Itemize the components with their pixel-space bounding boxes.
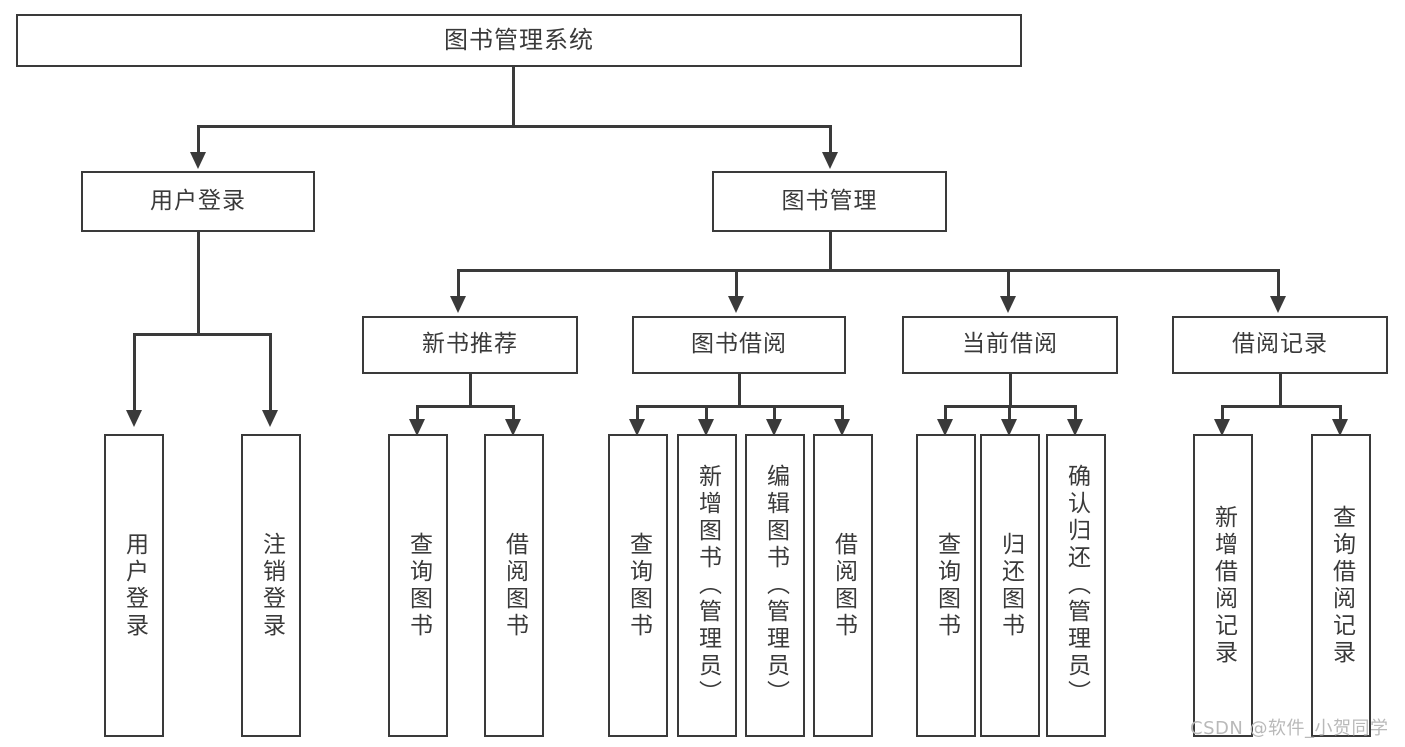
node-label: 编辑图书（管理员） — [762, 464, 789, 707]
arrowhead-book-borrow-leaf-1 — [629, 419, 645, 436]
node-label: 新增借阅记录 — [1210, 504, 1237, 667]
node-label: 借阅记录 — [1232, 331, 1328, 358]
leaf-current-query-book[interactable]: 查询图书 — [916, 434, 976, 737]
leaf-user-login[interactable]: 用户登录 — [104, 434, 164, 737]
edge-user-login-to-leaf-1 — [133, 333, 136, 411]
arrowhead-current-borrow-leaf-1 — [937, 419, 953, 436]
node-label: 用户登录 — [150, 187, 246, 214]
arrowhead-book-borrow-leaf-3 — [766, 419, 782, 436]
node-label: 查询图书 — [933, 531, 960, 640]
edge-current-borrow-stem — [1009, 374, 1012, 407]
edge-new-book-to-leaf-1 — [416, 405, 419, 425]
node-label: 新书推荐 — [422, 331, 518, 358]
leaf-edit-book-admin[interactable]: 编辑图书（管理员） — [745, 434, 805, 737]
edge-root-stem — [512, 67, 515, 127]
node-label: 图书借阅 — [691, 331, 787, 358]
edge-book-mgmt-to-book-borrow — [735, 269, 738, 297]
node-label: 查询图书 — [405, 531, 432, 640]
node-label: 注销登录 — [258, 531, 285, 640]
arrowhead-book-borrow-leaf-4 — [834, 419, 850, 436]
node-label: 图书管理系统 — [444, 26, 594, 55]
node-label: 查询图书 — [625, 531, 652, 640]
edge-borrow-record-to-leaf-1 — [1221, 405, 1224, 425]
edge-new-book-stem — [469, 374, 472, 407]
leaf-borrow-query-book[interactable]: 查询图书 — [608, 434, 668, 737]
node-label: 借阅图书 — [501, 531, 528, 640]
node-label: 当前借阅 — [962, 331, 1058, 358]
arrowhead-user-login-leaf-2 — [262, 410, 278, 427]
arrowhead-to-book-mgmt — [822, 152, 838, 169]
node-label: 用户登录 — [121, 531, 148, 640]
arrowhead-to-current-borrow — [1000, 296, 1016, 313]
edge-book-borrow-stem — [738, 374, 741, 407]
node-label: 图书管理 — [781, 187, 878, 214]
arrowhead-current-borrow-leaf-3 — [1067, 419, 1083, 436]
edge-borrow-record-to-leaf-2 — [1339, 405, 1342, 425]
edge-borrow-record-branch-bar — [1221, 405, 1342, 408]
arrowhead-current-borrow-leaf-2 — [1001, 419, 1017, 436]
edge-new-book-to-leaf-2 — [512, 405, 515, 425]
edge-user-login-stem — [197, 232, 200, 335]
node-label: 借阅图书 — [830, 531, 857, 640]
node-label: 归还图书 — [997, 531, 1024, 640]
edge-book-mgmt-stem — [829, 232, 832, 271]
edge-current-borrow-to-leaf-1 — [944, 405, 947, 425]
leaf-add-borrow-record[interactable]: 新增借阅记录 — [1193, 434, 1253, 737]
arrowhead-new-book-leaf-2 — [505, 419, 521, 436]
edge-book-borrow-to-leaf-4 — [841, 405, 844, 425]
arrowhead-to-book-borrow — [728, 296, 744, 313]
edge-current-borrow-to-leaf-3 — [1074, 405, 1077, 425]
edge-book-mgmt-to-current-borrow — [1007, 269, 1010, 297]
arrowhead-user-login-leaf-1 — [126, 410, 142, 427]
leaf-confirm-return-admin[interactable]: 确认归还（管理员） — [1046, 434, 1106, 737]
leaf-logout[interactable]: 注销登录 — [241, 434, 301, 737]
arrowhead-new-book-leaf-1 — [409, 419, 425, 436]
leaf-add-book-admin[interactable]: 新增图书（管理员） — [677, 434, 737, 737]
node-label: 确认归还（管理员） — [1063, 464, 1090, 707]
node-label: 查询借阅记录 — [1328, 504, 1355, 667]
node-user-login[interactable]: 用户登录 — [81, 171, 315, 232]
edge-book-mgmt-branch-bar — [457, 269, 1280, 272]
node-new-book-recommend[interactable]: 新书推荐 — [362, 316, 578, 374]
edge-new-book-branch-bar — [416, 405, 515, 408]
arrowhead-borrow-record-leaf-2 — [1332, 419, 1348, 436]
edge-book-borrow-to-leaf-1 — [636, 405, 639, 425]
leaf-new-book-borrow[interactable]: 借阅图书 — [484, 434, 544, 737]
node-label: 新增图书（管理员） — [694, 464, 721, 707]
leaf-return-book[interactable]: 归还图书 — [980, 434, 1040, 737]
node-root-system[interactable]: 图书管理系统 — [16, 14, 1022, 67]
node-borrow-record[interactable]: 借阅记录 — [1172, 316, 1388, 374]
arrowhead-to-borrow-record — [1270, 296, 1286, 313]
edge-book-borrow-to-leaf-3 — [773, 405, 776, 425]
arrowhead-book-borrow-leaf-2 — [698, 419, 714, 436]
edge-book-mgmt-to-borrow-record — [1277, 269, 1280, 297]
edge-root-branch-bar — [197, 125, 832, 128]
arrowhead-to-new-book — [450, 296, 466, 313]
edge-book-borrow-to-leaf-2 — [705, 405, 708, 425]
edge-current-borrow-to-leaf-2 — [1008, 405, 1011, 425]
leaf-borrow-book[interactable]: 借阅图书 — [813, 434, 873, 737]
arrowhead-borrow-record-leaf-1 — [1214, 419, 1230, 436]
edge-root-to-user-login — [197, 125, 200, 153]
edge-borrow-record-stem — [1279, 374, 1282, 407]
edge-root-to-book-mgmt — [829, 125, 832, 153]
edge-user-login-branch-bar — [133, 333, 272, 336]
edge-user-login-to-leaf-2 — [269, 333, 272, 411]
node-book-borrow[interactable]: 图书借阅 — [632, 316, 846, 374]
edge-book-borrow-branch-bar — [636, 405, 844, 408]
node-current-borrow[interactable]: 当前借阅 — [902, 316, 1118, 374]
leaf-new-book-query[interactable]: 查询图书 — [388, 434, 448, 737]
arrowhead-to-user-login — [190, 152, 206, 169]
node-book-management[interactable]: 图书管理 — [712, 171, 947, 232]
leaf-query-borrow-record[interactable]: 查询借阅记录 — [1311, 434, 1371, 737]
edge-book-mgmt-to-new-book — [457, 269, 460, 297]
